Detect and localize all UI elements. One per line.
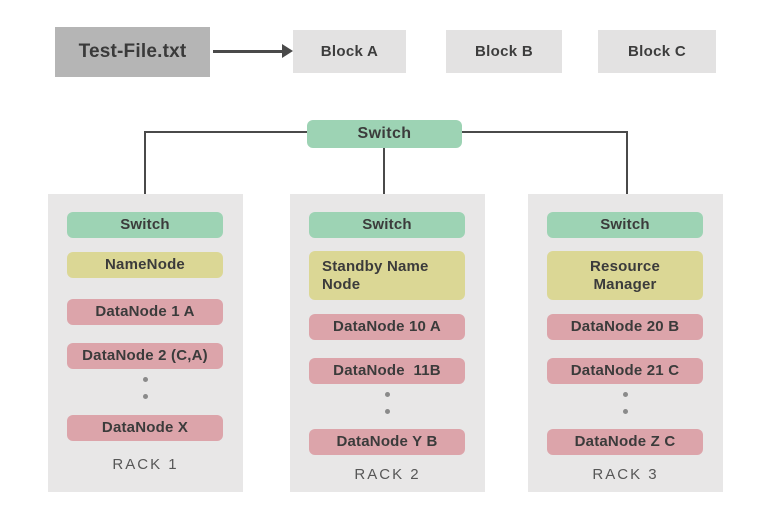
datanode-box: DataNode Z C: [547, 429, 703, 455]
connector-left-horizontal: [144, 131, 307, 133]
rack-switch-box: Switch: [309, 212, 465, 238]
rack-label: RACK 1: [112, 456, 179, 473]
rack-2: Switch Standby Name Node DataNode 10 A D…: [290, 194, 485, 492]
block-a-box: Block A: [293, 30, 406, 73]
core-switch-box: Switch: [307, 120, 462, 148]
rack-label: RACK 3: [592, 466, 659, 483]
rack-1: Switch NameNode DataNode 1 A DataNode 2 …: [48, 194, 243, 492]
datanode-box: DataNode 10 A: [309, 314, 465, 340]
arrow-head-icon: [282, 44, 293, 58]
connector-center-vertical: [383, 148, 385, 194]
datanode-box: DataNode 1 A: [67, 299, 223, 325]
ellipsis-dots: [528, 392, 723, 414]
resource-manager-box: Resource Manager: [547, 251, 703, 300]
test-file-box: Test-File.txt: [55, 27, 210, 77]
block-b-box: Block B: [446, 30, 562, 73]
datanode-box: DataNode 11B: [309, 358, 465, 384]
datanode-box: DataNode X: [67, 415, 223, 441]
ellipsis-dots: [48, 377, 243, 399]
file-to-block-arrow: [213, 50, 283, 53]
datanode-box: DataNode Y B: [309, 429, 465, 455]
connector-left-vertical: [144, 131, 146, 194]
rack-label: RACK 2: [354, 466, 421, 483]
standby-namenode-box: Standby Name Node: [309, 251, 465, 300]
block-c-box: Block C: [598, 30, 716, 73]
datanode-box: DataNode 21 C: [547, 358, 703, 384]
rack-3: Switch Resource Manager DataNode 20 B Da…: [528, 194, 723, 492]
datanode-box: DataNode 20 B: [547, 314, 703, 340]
connector-right-vertical: [626, 131, 628, 194]
datanode-box: DataNode 2 (C,A): [67, 343, 223, 369]
connector-right-horizontal: [462, 131, 628, 133]
rack-switch-box: Switch: [547, 212, 703, 238]
rack-switch-box: Switch: [67, 212, 223, 238]
namenode-box: NameNode: [67, 252, 223, 278]
ellipsis-dots: [290, 392, 485, 414]
